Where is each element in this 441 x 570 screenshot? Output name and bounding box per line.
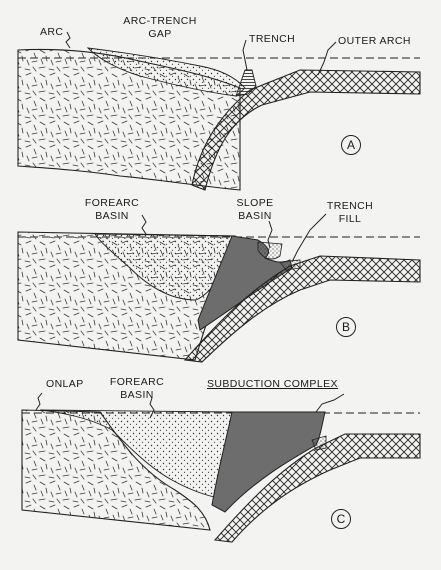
subducting-slab-a xyxy=(191,69,421,191)
panel-b xyxy=(17,231,421,363)
label-arc-trench-gap-line2: GAP xyxy=(148,28,172,40)
label-forearc-basin-b-line2: BASIN xyxy=(95,210,129,222)
subducting-slab-c xyxy=(213,433,421,543)
forearc-basin-c xyxy=(39,409,233,501)
panel-letter-b: B xyxy=(336,317,356,337)
panel-c xyxy=(21,409,421,543)
label-trench-fill-line2: FILL xyxy=(338,213,362,225)
leader-lines xyxy=(35,31,345,419)
subducting-slab-b xyxy=(183,255,421,363)
label-trench: TRENCH xyxy=(249,33,296,45)
panel-a xyxy=(17,47,421,191)
slope-basin-b xyxy=(257,241,283,260)
label-trench-fill-line1: TRENCH xyxy=(326,200,374,212)
label-onlap: ONLAP xyxy=(46,378,84,390)
label-outer-arch: OUTER ARCH xyxy=(338,35,411,47)
label-slope-basin-line2: BASIN xyxy=(238,210,272,222)
label-forearc-basin-c-line1: FOREARC xyxy=(109,376,165,388)
label-arc: ARC xyxy=(40,26,64,38)
label-forearc-basin-b-line1: FOREARC xyxy=(84,197,140,209)
panel-letter-c: C xyxy=(331,509,351,529)
label-arc-trench-gap-line1: ARC-TRENCH xyxy=(123,15,197,27)
label-subduction-complex: SUBDUCTION COMPLEX xyxy=(207,378,338,390)
panel-letter-a: A xyxy=(341,135,361,155)
label-forearc-basin-c-line2: BASIN xyxy=(120,389,154,401)
label-slope-basin-line1: SLOPE xyxy=(236,197,274,209)
subduction-complex-c xyxy=(211,411,326,513)
